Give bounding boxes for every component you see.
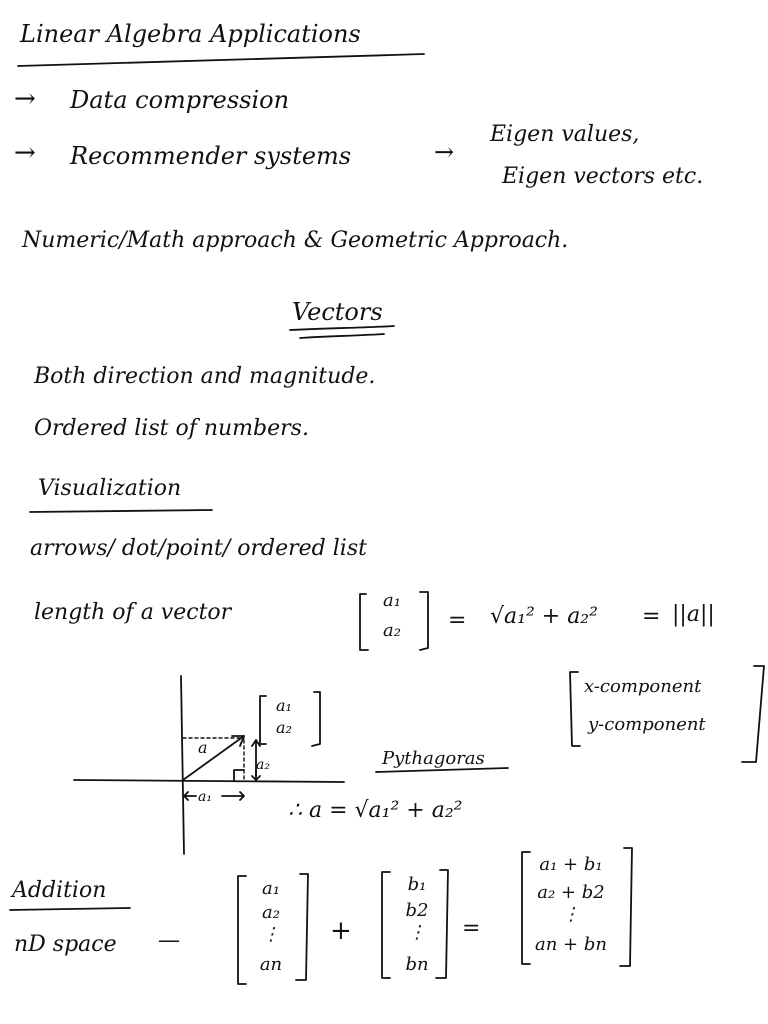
eigen-values: Eigen values, — [490, 122, 640, 147]
length-vec-a2: a₂ — [383, 620, 401, 641]
addition-heading: Addition — [12, 878, 107, 903]
length-equals-2: = — [642, 604, 661, 629]
vector-arrow — [182, 735, 245, 781]
addition-underline — [9, 907, 131, 911]
app-item-1: Data compression — [70, 86, 290, 114]
vec-b-dots: ⋮ — [408, 922, 426, 943]
approach-line: Numeric/Math approach & Geometric Approa… — [22, 228, 569, 253]
eigen-vectors: Eigen vectors etc. — [502, 164, 704, 189]
viz-forms: arrows/ dot/point/ ordered list — [30, 536, 367, 561]
equals-sign: = — [462, 916, 481, 941]
a1-arrow-right — [221, 791, 245, 801]
vec-sum-bracket-right — [619, 847, 633, 967]
diagram-a1-label: a₁ — [198, 789, 212, 805]
x-axis — [73, 779, 345, 783]
pythagoras-label: Pythagoras — [382, 748, 485, 769]
vec-b-1: b₁ — [407, 874, 427, 895]
vectors-underline-2 — [299, 333, 385, 339]
length-equals: = — [448, 608, 467, 633]
vec-a-1: a₁ — [262, 878, 280, 899]
vec-sum-dots: ⋮ — [562, 904, 580, 925]
vec-b-bracket-left — [381, 871, 391, 979]
vector-arrowhead — [231, 735, 245, 747]
visualization-underline — [29, 509, 213, 513]
length-norm: ||a|| — [672, 602, 715, 627]
vector-prop-2: Ordered list of numbers. — [34, 416, 309, 441]
vec-a-dots: ⋮ — [262, 924, 280, 945]
diagram-a2-label: a₂ — [256, 757, 270, 773]
diagram-bracket-left — [259, 695, 267, 745]
nd-space-dash: — — [158, 928, 180, 953]
arrow-2: → — [14, 138, 36, 168]
y-axis — [180, 675, 185, 855]
components-bracket-left — [569, 671, 581, 747]
vec-b-n: bn — [405, 954, 429, 975]
length-vec-a1: a₁ — [383, 590, 401, 611]
vec-b-2: b2 — [405, 900, 429, 921]
vec-a-2: a₂ — [262, 902, 280, 923]
pythagoras-result: ∴ a = √a₁² + a₂² — [288, 798, 463, 823]
implies-arrow: → — [434, 138, 455, 166]
diagram-bracket-right — [311, 691, 321, 747]
y-component: y-component — [588, 714, 706, 735]
diagram-a-label: a — [198, 738, 208, 757]
vectors-heading: Vectors — [292, 298, 383, 326]
title-underline — [17, 53, 425, 67]
length-label: length of a vector — [34, 600, 232, 625]
a2-arrow-down — [251, 769, 261, 781]
vectors-underline — [289, 325, 395, 331]
x-component: x-component — [584, 676, 702, 697]
visualization-heading: Visualization — [38, 476, 182, 501]
vec-a-bracket-right — [295, 873, 309, 981]
vec-sum-bracket-left — [521, 851, 531, 965]
pythagoras-underline — [375, 767, 509, 773]
arrow-1: → — [14, 84, 36, 114]
vec-a-bracket-left — [237, 875, 247, 985]
vector-prop-1: Both direction and magnitude. — [34, 364, 376, 389]
vec-b-bracket-right — [435, 869, 449, 979]
components-bracket-right — [741, 665, 765, 763]
a1-arrow-left — [183, 791, 197, 801]
app-item-2: Recommender systems — [70, 142, 352, 170]
plus-sign: + — [330, 916, 352, 946]
vec-a-n: an — [259, 954, 283, 975]
vec-sum-1: a₁ + b₁ — [539, 854, 603, 875]
diagram-vec-a2: a₂ — [276, 718, 292, 737]
right-angle-mark — [233, 769, 245, 781]
page-title: Linear Algebra Applications — [20, 20, 361, 48]
vec-sum-n: an + bn — [535, 934, 607, 955]
nd-space-label: nD space — [14, 932, 117, 957]
length-bracket-left — [359, 593, 369, 651]
length-bracket-right — [419, 591, 429, 651]
diagram-vec-a1: a₁ — [276, 696, 292, 715]
vec-sum-2: a₂ + b2 — [537, 882, 605, 903]
length-root: √a₁² + a₂² — [490, 604, 598, 629]
